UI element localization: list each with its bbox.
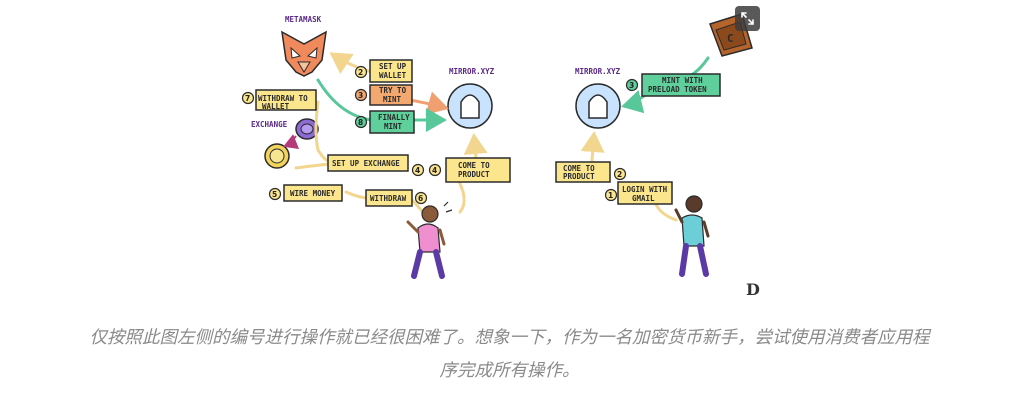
left-step-7-line1: WITHDRAW TO <box>258 94 308 103</box>
left-step-8 <box>354 110 415 134</box>
mirror-right-label: MIRROR.XYZ <box>575 67 621 76</box>
exchange-arrow <box>283 134 300 149</box>
left-step-6 <box>365 189 428 207</box>
left-step-2 <box>354 59 413 83</box>
left-step-setup-exchange <box>327 154 425 177</box>
left-step-2-line2: WALLET <box>379 71 407 80</box>
left-step-setup-exchange-num: 4 <box>415 166 420 175</box>
right-step-1-line1: LOGIN WITH <box>622 185 668 194</box>
exchange-label: EXCHANGE <box>251 120 288 129</box>
exchange-coin-yellow-icon <box>264 143 290 169</box>
wallet-icon-letter: C <box>727 32 734 45</box>
left-step-setup-exchange-text: SET UP EXCHANGE <box>332 159 400 168</box>
right-step-2-num: 2 <box>617 170 622 179</box>
right-step-3-line1: MINT WITH <box>662 76 703 85</box>
right-step-2 <box>555 161 627 183</box>
right-step-3 <box>625 73 721 97</box>
right-step-1-line2: GMAIL <box>632 194 655 203</box>
right-step-1-num: 1 <box>608 191 613 200</box>
left-step-4-num: 4 <box>432 166 437 175</box>
left-step-7 <box>241 89 317 111</box>
left-step-3-line2: MINT <box>383 95 402 104</box>
expand-icon <box>741 12 754 25</box>
left-step-6-text: WITHDRAW <box>370 194 407 203</box>
left-step-8-num: 8 <box>358 118 363 127</box>
left-step-3 <box>354 84 413 106</box>
left-step-5 <box>268 184 343 202</box>
right-step-3-num: 3 <box>629 81 634 90</box>
mirror-right-icon <box>575 83 621 129</box>
left-step-4 <box>428 157 511 183</box>
expand-image-button[interactable] <box>735 6 760 31</box>
mirror-left-icon <box>447 83 493 129</box>
left-step-2-num: 2 <box>358 68 363 77</box>
right-step-2-line2: PRODUCT <box>563 172 595 181</box>
confused-user-figure <box>406 201 453 279</box>
caption-line-2: 序完成所有操作。 <box>439 361 580 381</box>
left-step-8-line1: FINALLY <box>378 113 410 122</box>
exchange-coin-purple-icon <box>295 118 319 140</box>
figure-caption: 仅按照此图左侧的编号进行操作就已经很困难了。想象一下，作为一名加密货币新手，尝试… <box>0 322 1019 388</box>
left-step-7-num: 7 <box>245 94 250 103</box>
right-step-1 <box>604 181 673 205</box>
left-step-3-num: 3 <box>358 91 363 100</box>
mirror-left-label: MIRROR.XYZ <box>449 67 495 76</box>
metamask-label: METAMASK <box>285 15 322 24</box>
metamask-fox-icon <box>281 30 327 77</box>
left-step-2-line1: SET UP <box>379 62 407 71</box>
left-step-5-text: WIRE MONEY <box>290 189 336 198</box>
left-step-3-line1: TRY TO <box>379 86 407 95</box>
left-step-8-line2: MINT <box>384 122 403 131</box>
caption-line-1: 仅按照此图左侧的编号进行操作就已经很困难了。想象一下，作为一名加密货币新手，尝试… <box>89 328 930 348</box>
publisher-logo-letter: D <box>746 280 760 299</box>
left-step-4-line2: PRODUCT <box>458 170 490 179</box>
flow-diagram: METAMASK MIRROR.XYZ EXCHANGE <box>241 13 762 299</box>
left-step-7-line2: WALLET <box>262 102 290 111</box>
left-step-6-num: 6 <box>418 194 423 203</box>
left-step-4-line1: COME TO <box>458 161 490 170</box>
left-step-5-num: 5 <box>272 190 277 199</box>
right-step-2-line1: COME TO <box>563 164 595 173</box>
right-step-3-line2: PRELOAD TOKEN <box>648 85 707 94</box>
publisher-logo: D <box>746 280 762 299</box>
happy-user-figure <box>674 195 710 277</box>
